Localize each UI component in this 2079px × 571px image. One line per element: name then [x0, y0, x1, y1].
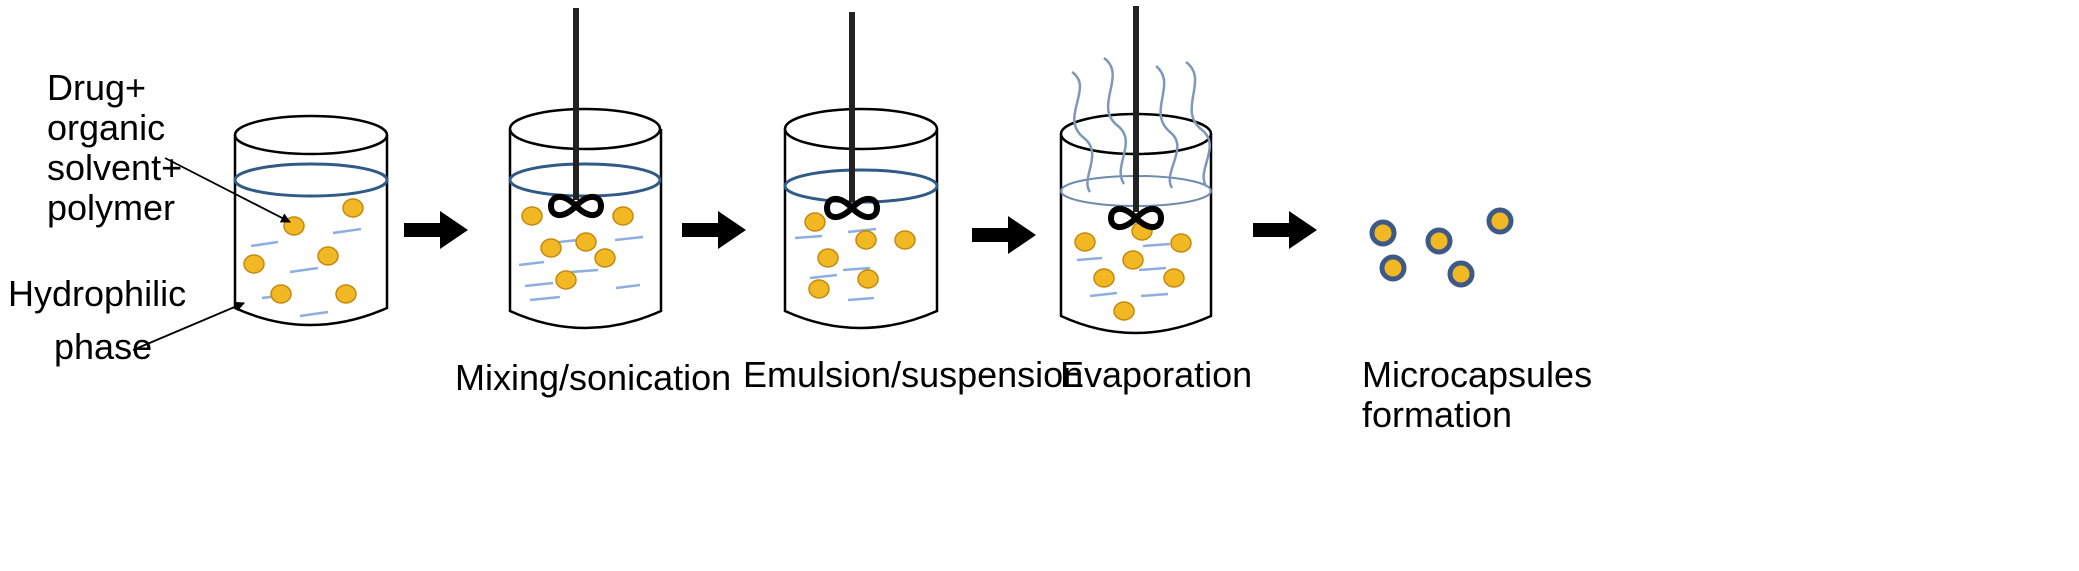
label-drug-line2: organic — [47, 107, 166, 148]
microcapsule — [1447, 260, 1475, 288]
label-hydrophilic-line2: phase — [54, 326, 153, 367]
beaker-4-droplets — [1074, 221, 1192, 321]
stirrer-blade-2 — [547, 194, 605, 218]
microcapsule — [1425, 227, 1453, 255]
label-drug-line4: polymer — [47, 187, 176, 228]
process-arrow-1 — [404, 211, 468, 249]
beaker-1 — [233, 114, 389, 327]
beaker-2 — [508, 8, 663, 330]
microcapsule — [1486, 207, 1514, 235]
beaker-3-droplets — [804, 212, 916, 299]
label-mixing-sonication: Mixing/sonication — [455, 357, 732, 398]
pointer-drug — [164, 157, 291, 223]
beaker-2-droplets — [521, 206, 634, 290]
label-drug-line1: Drug+ — [47, 67, 147, 108]
process-arrow-2 — [682, 211, 746, 249]
beaker-3 — [783, 12, 939, 330]
label-microcapsules-line2: formation — [1362, 394, 1513, 435]
pointer-hydrophilic — [132, 301, 245, 351]
microcapsules — [1369, 207, 1514, 288]
label-evaporation: Evaporation — [1060, 354, 1253, 395]
label-emulsion-suspension: Emulsion/suspension — [743, 354, 1084, 395]
microcapsule — [1379, 254, 1407, 282]
beaker-4-dashes — [1076, 242, 1171, 298]
beaker-4 — [1059, 6, 1213, 335]
process-arrow-3 — [972, 216, 1036, 254]
microcapsule — [1369, 219, 1397, 247]
stirrer-blade-3 — [823, 196, 881, 220]
vapor-wisps — [1071, 57, 1211, 193]
process-arrow-4 — [1253, 211, 1317, 249]
beaker-1-droplets — [243, 198, 364, 304]
stirrer-blade-4 — [1107, 206, 1165, 230]
label-microcapsules-line1: Microcapsules — [1362, 354, 1593, 395]
beaker-3-dashes — [794, 227, 877, 302]
label-drug-line3: solvent+ — [47, 147, 183, 188]
label-hydrophilic-line1: Hydrophilic — [8, 273, 187, 314]
